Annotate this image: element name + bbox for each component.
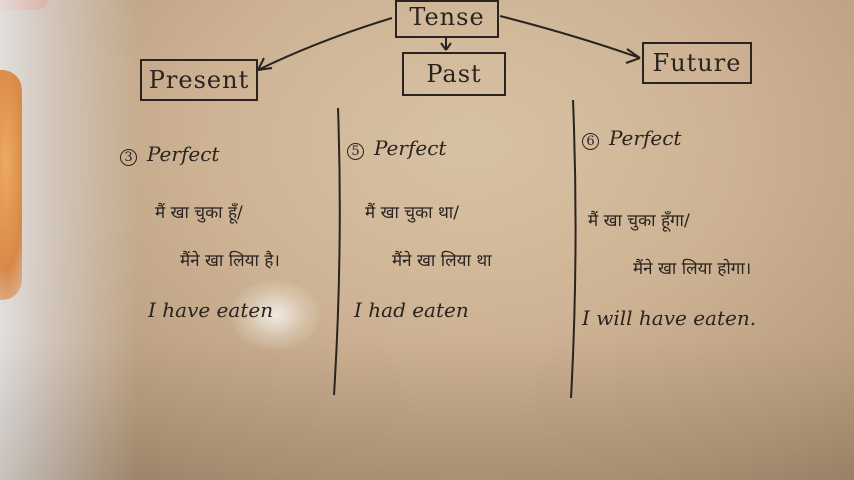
present-number: 3 [120,149,137,166]
future-hindi-1: मैं खा चुका हूँगा/ [588,211,690,231]
past-heading-text: Perfect [374,136,447,160]
arrow-to-present [257,17,393,71]
present-hindi-1: मैं खा चुका हूँ/ [155,203,243,223]
arrow-to-future [499,15,641,59]
present-english: I have eaten [148,298,274,322]
future-english: I will have eaten. [582,306,757,330]
divider-right [570,99,577,399]
divider-left [333,107,341,396]
left-glare [0,0,140,480]
future-heading-text: Perfect [609,126,682,150]
present-box: Present [140,59,258,101]
future-heading: 6 Perfect [582,126,681,150]
past-hindi-2: मैंने खा लिया था [392,251,492,271]
past-english: I had eaten [354,298,469,322]
present-hindi-2: मैंने खा लिया है। [180,251,280,271]
arrowhead-future [625,48,641,64]
bottom-shadow [0,340,854,480]
past-label: Past [426,60,482,88]
future-hindi-2: मैंने खा लिया होगा। [633,259,752,279]
past-box: Past [402,52,506,96]
arrowhead-past [440,42,452,51]
past-number: 5 [347,143,364,160]
tense-box: Tense [395,0,499,38]
tense-label: Tense [409,3,485,31]
orange-object [0,70,22,300]
future-box: Future [642,42,752,84]
light-glare [230,280,320,350]
past-heading: 5 Perfect [347,136,446,160]
present-heading-text: Perfect [147,142,220,166]
present-heading: 3 Perfect [120,142,219,166]
arrowhead-present [257,57,273,71]
future-label: Future [652,49,742,77]
past-hindi-1: मैं खा चुका था/ [365,203,459,223]
present-label: Present [148,66,250,94]
future-number: 6 [582,133,599,150]
